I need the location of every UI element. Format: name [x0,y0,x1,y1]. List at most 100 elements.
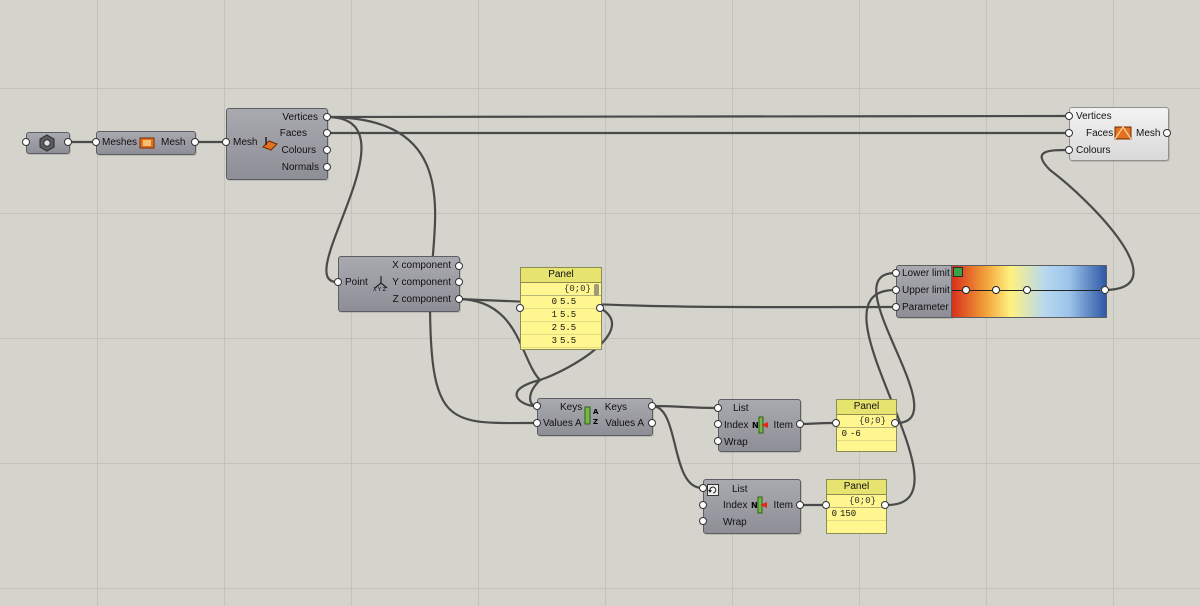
gradient-color-stop[interactable] [992,286,1000,294]
list-item-2-input-index: Index [723,500,748,511]
sort-list-keys-output-grip[interactable] [648,402,656,410]
list-item-component-2[interactable]: List Index Wrap N Item [703,479,801,534]
gradient-parameter-grip[interactable] [892,303,900,311]
construct-mesh-input-faces: Faces [1086,128,1114,139]
values-panel-scrollbar[interactable] [594,284,599,296]
mesh-parameter-input-grip[interactable] [22,138,30,146]
construct-mesh-input-vertices: Vertices [1076,111,1112,122]
sort-list-input-values: Values A [543,418,582,429]
mesh-parameter-icon [38,134,56,152]
reverse-icon [707,484,719,496]
mesh-convert-output-grip[interactable] [191,138,199,146]
mesh-convert-component[interactable]: Meshes Mesh [96,131,196,155]
svg-text:Z: Z [593,418,598,426]
construct-mesh-colours-grip[interactable] [1065,146,1073,154]
construct-mesh-input-colours: Colours [1076,145,1111,156]
sort-list-values-input-grip[interactable] [533,419,541,427]
list-item-2-index-grip[interactable] [699,501,707,509]
deconstruct-mesh-component[interactable]: Mesh Vertices Faces Colours Normals [226,108,328,180]
list-item-component-1[interactable]: List Index Wrap N Item [718,399,801,452]
panel-min[interactable]: Panel {0;0} 0-6 [836,399,897,452]
mesh-convert-icon [139,135,155,151]
list-item-1-list-grip[interactable] [714,404,722,412]
list-item-2-output-grip[interactable] [796,501,804,509]
deconstruct-point-x-grip[interactable] [455,262,463,270]
panel-max-input-grip[interactable] [822,501,830,509]
deconstruct-mesh-normals-grip[interactable] [323,163,331,171]
list-item-2-wrap-grip[interactable] [699,517,707,525]
mesh-parameter-output-grip[interactable] [64,138,72,146]
deconstruct-point-input-label: Point [345,277,368,288]
panel-max-title: Panel [827,480,886,495]
sort-list-input-keys: Keys [560,402,583,413]
svg-text:X Y Z: X Y Z [373,287,387,292]
deconstruct-mesh-output-colours: Colours [281,145,316,156]
sort-list-keys-input-grip[interactable] [533,402,541,410]
panel-min-output-grip[interactable] [891,419,899,427]
deconstruct-mesh-input-grip[interactable] [222,138,230,146]
svg-text:A: A [593,408,599,416]
list-item-1-input-index: Index [724,420,749,431]
deconstruct-point-component[interactable]: Point X Y Z X component Y component Z co… [338,256,460,312]
list-item-2-input-list: List [732,484,748,495]
gradient-color-stop[interactable] [962,286,970,294]
list-item-1-input-list: List [733,403,749,414]
panel-min-input-grip[interactable] [832,419,840,427]
deconstruct-mesh-colours-grip[interactable] [323,146,331,154]
deconstruct-mesh-vertices-grip[interactable] [323,113,331,121]
mesh-convert-input-grip[interactable] [92,138,100,146]
list-item-1-wrap-grip[interactable] [714,437,722,445]
list-item-1-index-grip[interactable] [714,420,722,428]
gradient-lower-grip[interactable] [892,269,900,277]
values-panel-title: Panel [521,268,601,283]
construct-mesh-component[interactable]: Vertices Faces Colours Mesh [1069,107,1169,161]
deconstruct-mesh-output-faces: Faces [279,128,307,139]
sort-list-output-values: Values A [605,418,644,429]
panel-max-output-grip[interactable] [881,501,889,509]
construct-mesh-faces-grip[interactable] [1065,129,1073,137]
gradient-output-grip[interactable] [1101,286,1109,294]
panel-min-path: {0;0} [837,415,896,428]
list-item-1-output-label: Item [773,420,793,431]
gradient-color-stop[interactable] [1023,286,1031,294]
construct-mesh-output-grip[interactable] [1163,129,1171,137]
gradient-bar[interactable] [951,265,1107,318]
gradient-upper-grip[interactable] [892,286,900,294]
list-item-icon: N [752,416,768,434]
deconstruct-mesh-faces-grip[interactable] [323,129,331,137]
deconstruct-point-input-grip[interactable] [334,278,342,286]
deconstruct-point-z-grip[interactable] [455,295,463,303]
list-item-2-list-grip[interactable] [699,484,707,492]
deconstruct-point-y-grip[interactable] [455,278,463,286]
gradient-input-upper: Upper limit [902,285,950,296]
mesh-convert-input-label: Meshes [102,137,138,148]
deconstruct-point-output-y: Y component [392,277,451,288]
sort-list-output-keys: Keys [604,402,627,413]
values-panel-output-grip[interactable] [596,304,604,312]
deconstruct-mesh-input-label: Mesh [233,137,258,148]
values-panel-path: {0;0} [521,283,601,296]
construct-mesh-output-label: Mesh [1136,128,1161,139]
construct-mesh-vertices-grip[interactable] [1065,112,1073,120]
deconstruct-mesh-icon [261,135,279,151]
panel-min-row: 0-6 [837,428,896,441]
list-item-1-output-grip[interactable] [796,420,804,428]
list-item-2-input-wrap: Wrap [723,517,747,528]
sort-list-values-output-grip[interactable] [648,419,656,427]
svg-text:N: N [751,501,758,510]
mesh-convert-output-label: Mesh [161,137,186,148]
values-panel-input-grip[interactable] [516,304,524,312]
construct-mesh-icon [1114,125,1132,140]
list-item-2-output-label: Item [773,500,793,511]
gradient-component[interactable]: Lower limit Upper limit Parameter [896,265,953,318]
deconstruct-mesh-output-vertices: Vertices [282,112,318,123]
list-item-icon: N [751,496,767,514]
